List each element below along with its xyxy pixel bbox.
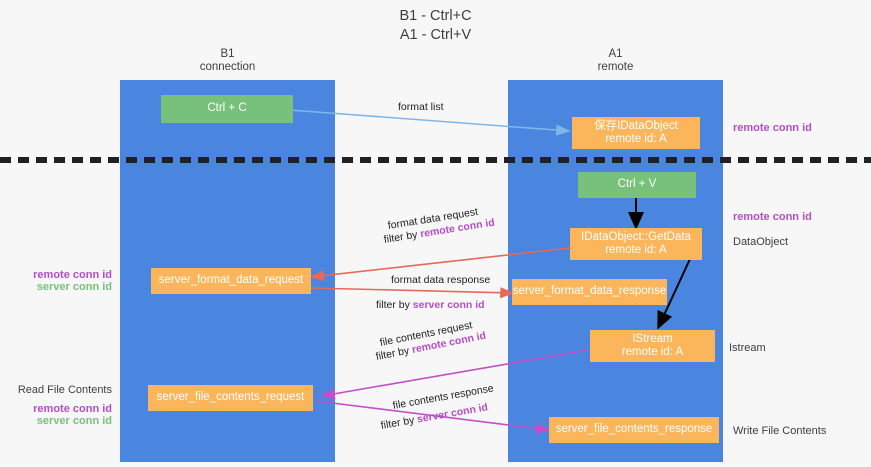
arrow-format-list xyxy=(275,108,571,136)
box-server-file-contents-request-label: server_file_contents_request xyxy=(156,391,305,404)
caption-format-data-response-filter-prefix: filter by xyxy=(376,299,413,311)
lane-header-a1: A1 remote xyxy=(508,48,723,74)
lane-header-b1-name: B1 xyxy=(220,48,235,60)
phase-divider xyxy=(0,157,871,163)
box-server-format-data-request[interactable]: server_format_data_request xyxy=(151,268,311,294)
label-right-remote-conn-id-mid: remote conn id xyxy=(733,211,812,223)
label-left-server-conn-id-bottom: server conn id xyxy=(36,415,112,427)
caption-format-data-response: format data response xyxy=(391,274,491,286)
lane-header-b1: B1 connection xyxy=(120,48,335,74)
label-right-write-file-contents: Write File Contents xyxy=(733,425,827,437)
caption-format-data-response-filter: filter by server conn id xyxy=(376,299,485,312)
arrow-file-contents-response xyxy=(315,400,551,434)
title-line-1: B1 - Ctrl+C xyxy=(399,8,472,24)
caption-format-data-response-filter-key: server conn id xyxy=(412,299,485,311)
label-right-remote-conn-id-top: remote conn id xyxy=(733,122,812,134)
label-left-read-file-contents: Read File Contents xyxy=(17,384,112,396)
box-idataobject-getdata-line-2: remote id: A xyxy=(605,244,667,256)
label-right-dataobject: DataObject xyxy=(733,236,789,248)
box-save-idataobject[interactable]: 保存IDataObject remote id: A xyxy=(572,117,700,149)
box-istream-line-1: IStream xyxy=(632,332,673,345)
label-right-istream: Istream xyxy=(729,342,766,354)
arrow-file-contents-request xyxy=(320,349,589,400)
box-idataobject-getdata[interactable]: IDataObject::GetData remote id: A xyxy=(570,228,702,260)
lane-header-a1-subtitle: remote xyxy=(597,61,634,73)
lane-header-b1-subtitle: connection xyxy=(199,61,256,73)
title-line-2: A1 - Ctrl+V xyxy=(399,27,472,43)
arrow-getdata-to-istream xyxy=(657,258,691,330)
caption-format-list: format list xyxy=(398,101,444,113)
box-server-file-contents-response-label: server_file_contents_response xyxy=(555,423,713,436)
box-ctrl-c[interactable]: Ctrl + C xyxy=(161,95,293,123)
box-server-file-contents-request[interactable]: server_file_contents_request xyxy=(148,385,313,411)
label-left-server-conn-id-mid: server conn id xyxy=(36,281,112,293)
box-ctrl-v-label: Ctrl + V xyxy=(617,178,657,191)
box-ctrl-v[interactable]: Ctrl + V xyxy=(578,172,696,198)
box-server-file-contents-response[interactable]: server_file_contents_response xyxy=(549,417,719,443)
label-left-remote-conn-id-mid: remote conn id xyxy=(33,269,112,281)
box-idataobject-getdata-line-1: IDataObject::GetData xyxy=(581,230,691,243)
box-save-idataobject-line-2: remote id: A xyxy=(605,133,667,145)
box-save-idataobject-line-1: 保存IDataObject xyxy=(594,119,678,132)
lane-header-a1-name: A1 xyxy=(608,48,623,60)
arrow-format-data-request xyxy=(309,247,571,282)
page-title: B1 - Ctrl+C A1 - Ctrl+V xyxy=(0,7,871,45)
box-server-format-data-response[interactable]: server_format_data_response xyxy=(512,279,667,305)
box-server-format-data-request-label: server_format_data_request xyxy=(158,274,304,287)
label-left-remote-conn-id-bottom: remote conn id xyxy=(33,403,112,415)
box-server-format-data-response-label: server_format_data_response xyxy=(512,285,667,298)
arrow-format-data-response xyxy=(310,287,515,299)
box-istream[interactable]: IStream remote id: A xyxy=(590,330,715,362)
box-istream-line-2: remote id: A xyxy=(621,346,684,358)
box-ctrl-c-label: Ctrl + C xyxy=(207,102,247,115)
